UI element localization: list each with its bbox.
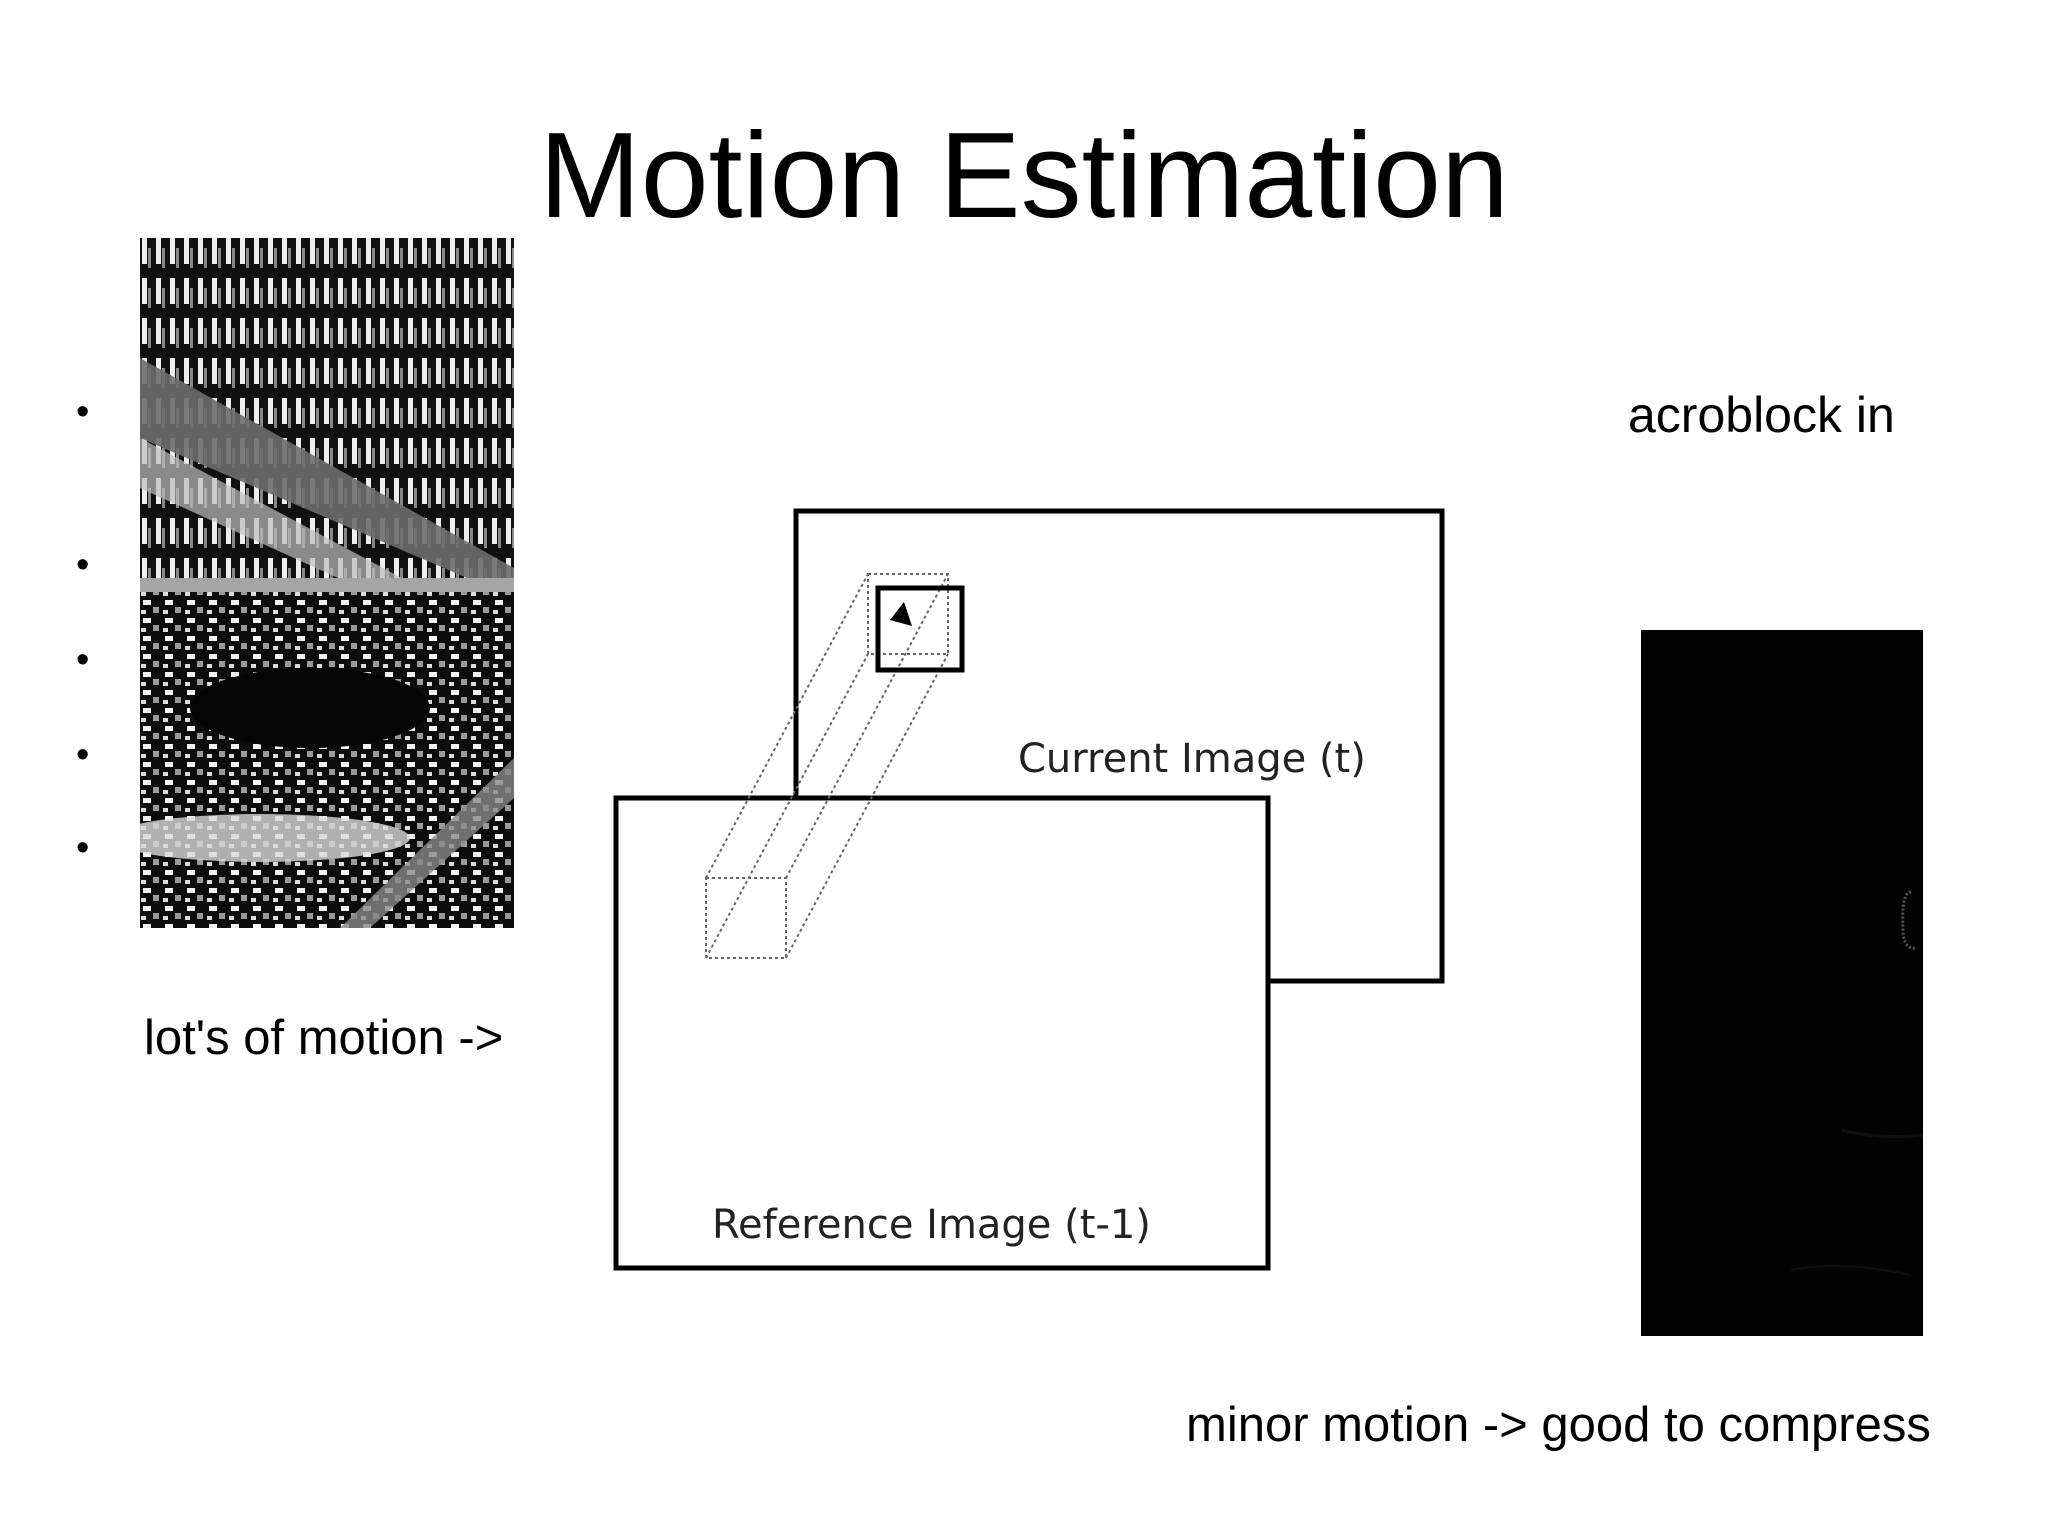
low-motion-caption: minor motion -> good to compress bbox=[1186, 1398, 1931, 1452]
slide-title: Motion Estimation bbox=[539, 107, 1509, 243]
bullet-marker: • bbox=[76, 734, 90, 776]
bullet-text-fragment: acroblock in bbox=[1628, 387, 1895, 443]
low-motion-image bbox=[1641, 630, 1923, 1336]
reference-image-frame bbox=[613, 795, 1271, 1271]
high-motion-caption: lot's of motion -> bbox=[144, 1011, 504, 1065]
motion-arrow-icon bbox=[890, 602, 912, 626]
bullet-marker: • bbox=[76, 639, 90, 681]
search-tube bbox=[705, 573, 949, 959]
motion-estimation-diagram: Current Image (t) Reference Image (t-1) bbox=[613, 508, 1445, 1271]
current-image-label: Current Image (t) bbox=[1018, 736, 1366, 782]
reference-image-label: Reference Image (t-1) bbox=[712, 1202, 1151, 1248]
bullet-marker: • bbox=[76, 544, 90, 586]
current-macroblock bbox=[875, 585, 965, 673]
high-motion-image bbox=[140, 238, 514, 928]
bullet-marker: • bbox=[76, 827, 90, 869]
bullet-marker: • bbox=[76, 391, 90, 433]
